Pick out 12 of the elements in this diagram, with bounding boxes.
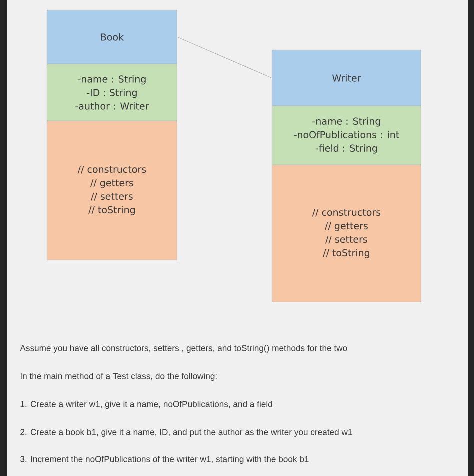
class-name-box: Writer	[272, 50, 422, 106]
association-line	[177, 36, 272, 78]
instruction-text: In the main method of a Test class, do the following:	[21, 373, 217, 382]
method-box: // constructors // getters // setters // toString	[47, 121, 178, 260]
method-box: // constructors // getters // setters // toString	[272, 165, 422, 302]
attribute-box: -name : String -noOfPublications : int -field : String	[272, 106, 422, 166]
instruction-text: 3. Increment the noOfPublications of the writer w1, starting with the book b1	[20, 456, 309, 464]
instruction-text: Assume you have all constructors, setters , getters, and toString() methods for the two	[20, 345, 348, 354]
attribute-box: -name : String -ID : String -author : Writer	[47, 64, 178, 122]
instruction-text: 1. Create a writer w1, give it a name, noOfPublications, and a field	[20, 401, 272, 410]
class-name-box: Book	[47, 10, 178, 64]
instruction-text: 2. Create a book b1, give it a name, ID, and put the author as the writer you created w1	[20, 429, 352, 438]
